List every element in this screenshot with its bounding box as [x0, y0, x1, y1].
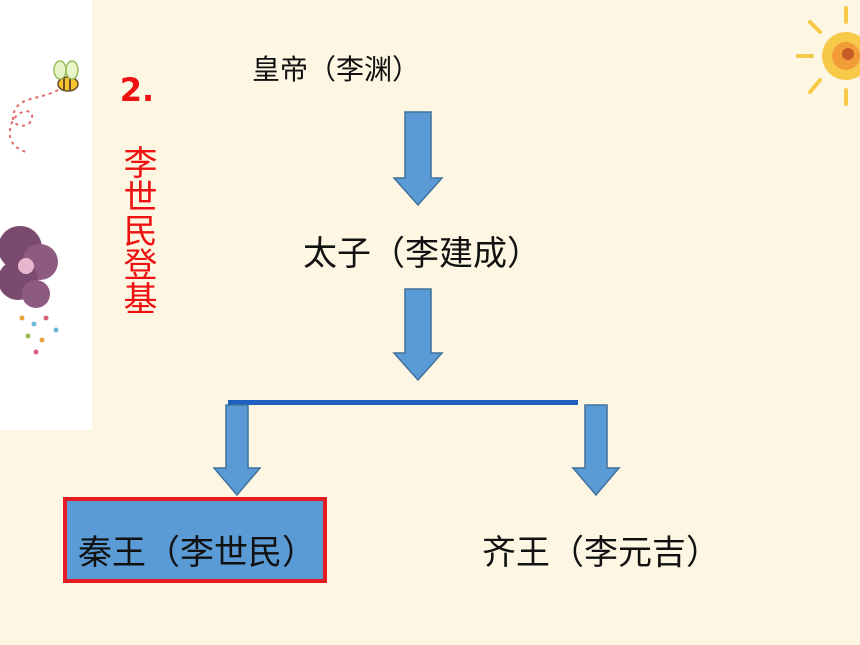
- node-qin-king: 秦王（李世民）: [78, 533, 316, 573]
- node-qi-king: 齐王（李元吉）: [482, 533, 720, 573]
- arrow-to-qin: [212, 404, 262, 497]
- arrow-to-qi: [571, 404, 621, 497]
- arrow-emperor-to-crown-prince: [392, 111, 444, 207]
- flight-path-icon: [8, 89, 59, 153]
- bee-icon: [53, 60, 79, 92]
- node-emperor: 皇帝（李渊）: [252, 53, 421, 86]
- decoration-art: [0, 60, 79, 355]
- section-title: 2. 李世民登基: [112, 70, 162, 350]
- highlight-box-qin: [63, 497, 327, 583]
- branch-bar: [228, 400, 578, 405]
- section-number: 2.: [119, 71, 155, 109]
- left-decoration-panel: [0, 0, 92, 430]
- flower-icon: [0, 226, 58, 308]
- arrow-crown-prince-to-split: [392, 288, 444, 382]
- sun-icon: [796, 6, 860, 106]
- section-heading: 李世民登基: [117, 145, 157, 315]
- node-crown-prince: 太子（李建成）: [303, 234, 541, 274]
- confetti-dots-icon: [19, 315, 59, 355]
